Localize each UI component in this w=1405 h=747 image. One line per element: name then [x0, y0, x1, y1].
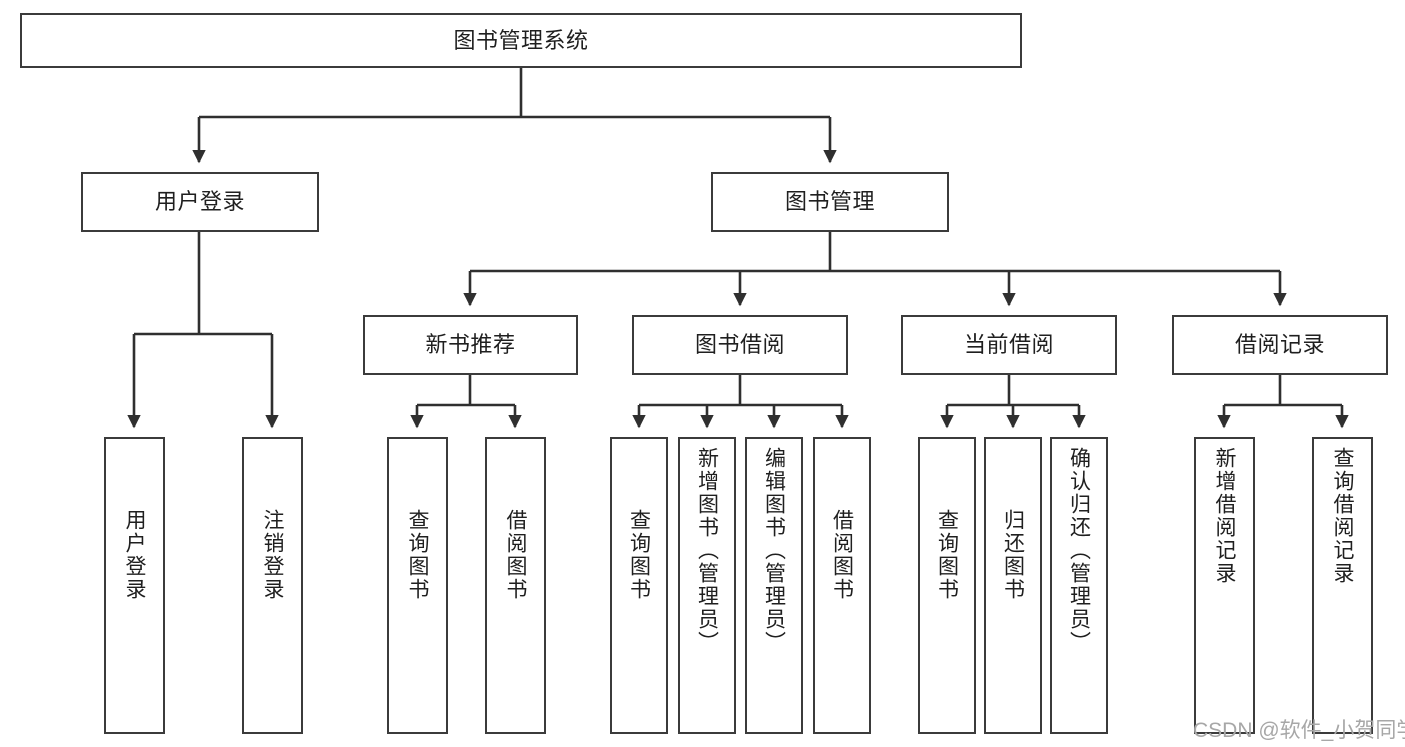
- node-new-book-recommend[interactable]: 新书推荐: [363, 315, 578, 375]
- node-borrow-record[interactable]: 借阅记录: [1172, 315, 1388, 375]
- node-leaf-user-login-label: 用户登录: [123, 509, 146, 601]
- node-leaf-query-book-3[interactable]: 查询图书: [918, 437, 976, 734]
- node-leaf-add-record[interactable]: 新增借阅记录: [1194, 437, 1255, 734]
- node-current-borrow[interactable]: 当前借阅: [901, 315, 1117, 375]
- node-leaf-return-book-label: 归还图书: [1001, 509, 1025, 601]
- node-leaf-query-book-2[interactable]: 查询图书: [610, 437, 668, 734]
- node-leaf-borrow-book-1-label: 借阅图书: [504, 509, 527, 601]
- node-leaf-return-book[interactable]: 归还图书: [984, 437, 1042, 734]
- node-leaf-query-record-label: 查询借阅记录: [1331, 447, 1354, 585]
- node-root[interactable]: 图书管理系统: [20, 13, 1022, 68]
- node-leaf-borrow-book-2[interactable]: 借阅图书: [813, 437, 871, 734]
- node-leaf-query-record[interactable]: 查询借阅记录: [1312, 437, 1373, 734]
- node-new-book-recommend-label: 新书推荐: [425, 332, 516, 358]
- node-leaf-borrow-book-1[interactable]: 借阅图书: [485, 437, 546, 734]
- node-root-label: 图书管理系统: [453, 27, 589, 53]
- node-leaf-user-login[interactable]: 用户登录: [104, 437, 165, 734]
- node-borrow-record-label: 借阅记录: [1234, 332, 1325, 358]
- node-leaf-add-book[interactable]: 新增图书（管理员）: [678, 437, 736, 734]
- node-leaf-add-book-label: 新增图书（管理员）: [695, 447, 719, 654]
- node-book-borrow[interactable]: 图书借阅: [632, 315, 848, 375]
- node-leaf-confirm-return[interactable]: 确认归还（管理员）: [1050, 437, 1108, 734]
- node-book-manage[interactable]: 图书管理: [711, 172, 949, 232]
- node-leaf-borrow-book-2-label: 借阅图书: [830, 509, 854, 601]
- node-leaf-query-book-2-label: 查询图书: [627, 509, 651, 601]
- csdn-watermark: CSDN @软件_小贺同学: [1193, 719, 1405, 742]
- node-leaf-query-book-1[interactable]: 查询图书: [387, 437, 448, 734]
- node-leaf-edit-book[interactable]: 编辑图书（管理员）: [745, 437, 803, 734]
- node-leaf-user-logout-label: 注销登录: [261, 509, 284, 601]
- node-leaf-edit-book-label: 编辑图书（管理员）: [762, 447, 786, 654]
- node-leaf-confirm-return-label: 确认归还（管理员）: [1067, 447, 1091, 654]
- node-leaf-query-book-3-label: 查询图书: [935, 509, 959, 601]
- node-user-login-label: 用户登录: [154, 189, 245, 215]
- node-book-manage-label: 图书管理: [784, 189, 875, 215]
- node-book-borrow-label: 图书借阅: [694, 332, 785, 358]
- node-user-login[interactable]: 用户登录: [81, 172, 319, 232]
- node-leaf-user-logout[interactable]: 注销登录: [242, 437, 303, 734]
- node-leaf-query-book-1-label: 查询图书: [406, 509, 429, 601]
- node-current-borrow-label: 当前借阅: [963, 332, 1054, 358]
- node-leaf-add-record-label: 新增借阅记录: [1213, 447, 1236, 585]
